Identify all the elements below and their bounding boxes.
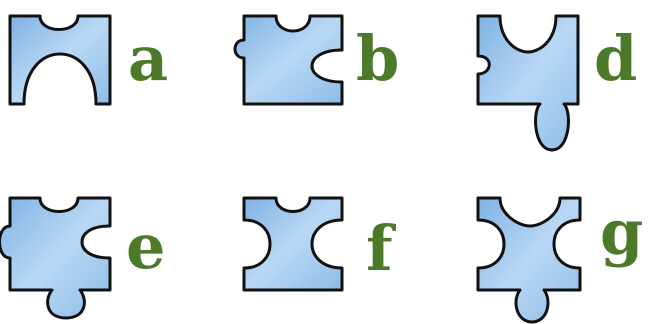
label-b: b [356, 22, 399, 95]
label-a: a [128, 22, 168, 95]
puzzle-piece-e[interactable] [0, 198, 110, 318]
label-e: e [126, 210, 165, 283]
label-d: d [594, 22, 637, 95]
puzzle-piece-g[interactable] [478, 198, 580, 322]
puzzle-piece-a[interactable] [10, 16, 110, 104]
label-g: g [600, 196, 643, 269]
puzzle-piece-d[interactable] [478, 16, 578, 150]
puzzle-piece-b[interactable] [235, 16, 342, 104]
puzzle-piece-f[interactable] [244, 198, 342, 290]
label-f: f [366, 212, 396, 285]
